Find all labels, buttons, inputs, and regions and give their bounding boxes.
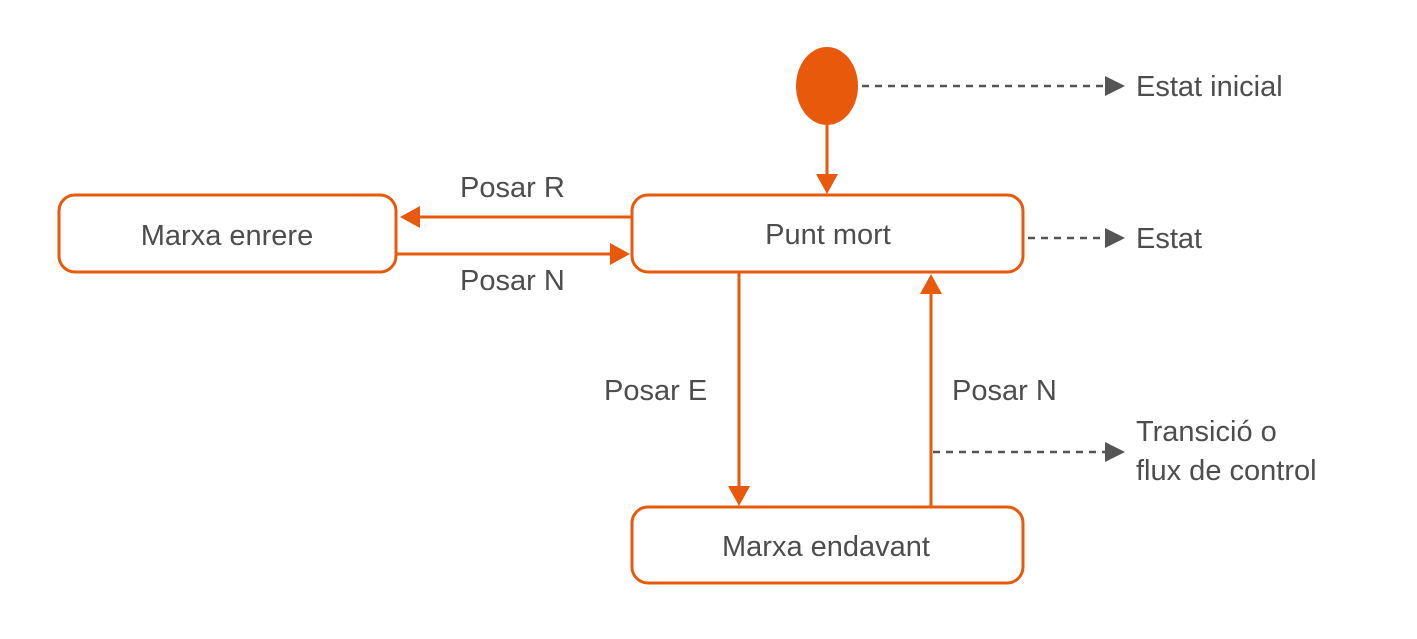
transition-posar-n-left-arrowhead (610, 243, 630, 265)
state-marxa-endavant-label: Marxa endavant (722, 531, 930, 563)
state-marxa-endavant: Marxa endavant (630, 505, 1025, 585)
state-punt-mort-label: Punt mort (765, 219, 891, 251)
legend-transition-label-line1: Transició o (1136, 416, 1277, 448)
transition-posar-n-right-label: Posar N (952, 375, 1057, 407)
legend-initial-state-arrowhead (1105, 76, 1125, 96)
transition-posar-r-label: Posar R (460, 172, 565, 204)
state-marxa-enrere-label: Marxa enrere (141, 220, 313, 252)
transition-posar-n-left-label: Posar N (460, 265, 565, 297)
state-punt-mort: Punt mort (630, 193, 1025, 274)
legend-transition-arrowhead (1105, 442, 1125, 462)
initial-transition-arrowhead (816, 174, 838, 194)
transition-posar-r-arrowhead (400, 206, 420, 228)
legend-initial-state-label: Estat inicial (1136, 71, 1283, 103)
transition-posar-n-right-arrowhead (920, 274, 942, 294)
transition-posar-e-label: Posar E (604, 375, 707, 407)
legend-state-arrowhead (1105, 228, 1125, 248)
transition-posar-e-arrowhead (728, 486, 750, 506)
initial-state-marker (796, 47, 858, 125)
legend-transition-label-line2: flux de control (1136, 455, 1317, 487)
state-marxa-enrere: Marxa enrere (57, 193, 398, 274)
legend-state-label: Estat (1136, 223, 1202, 255)
